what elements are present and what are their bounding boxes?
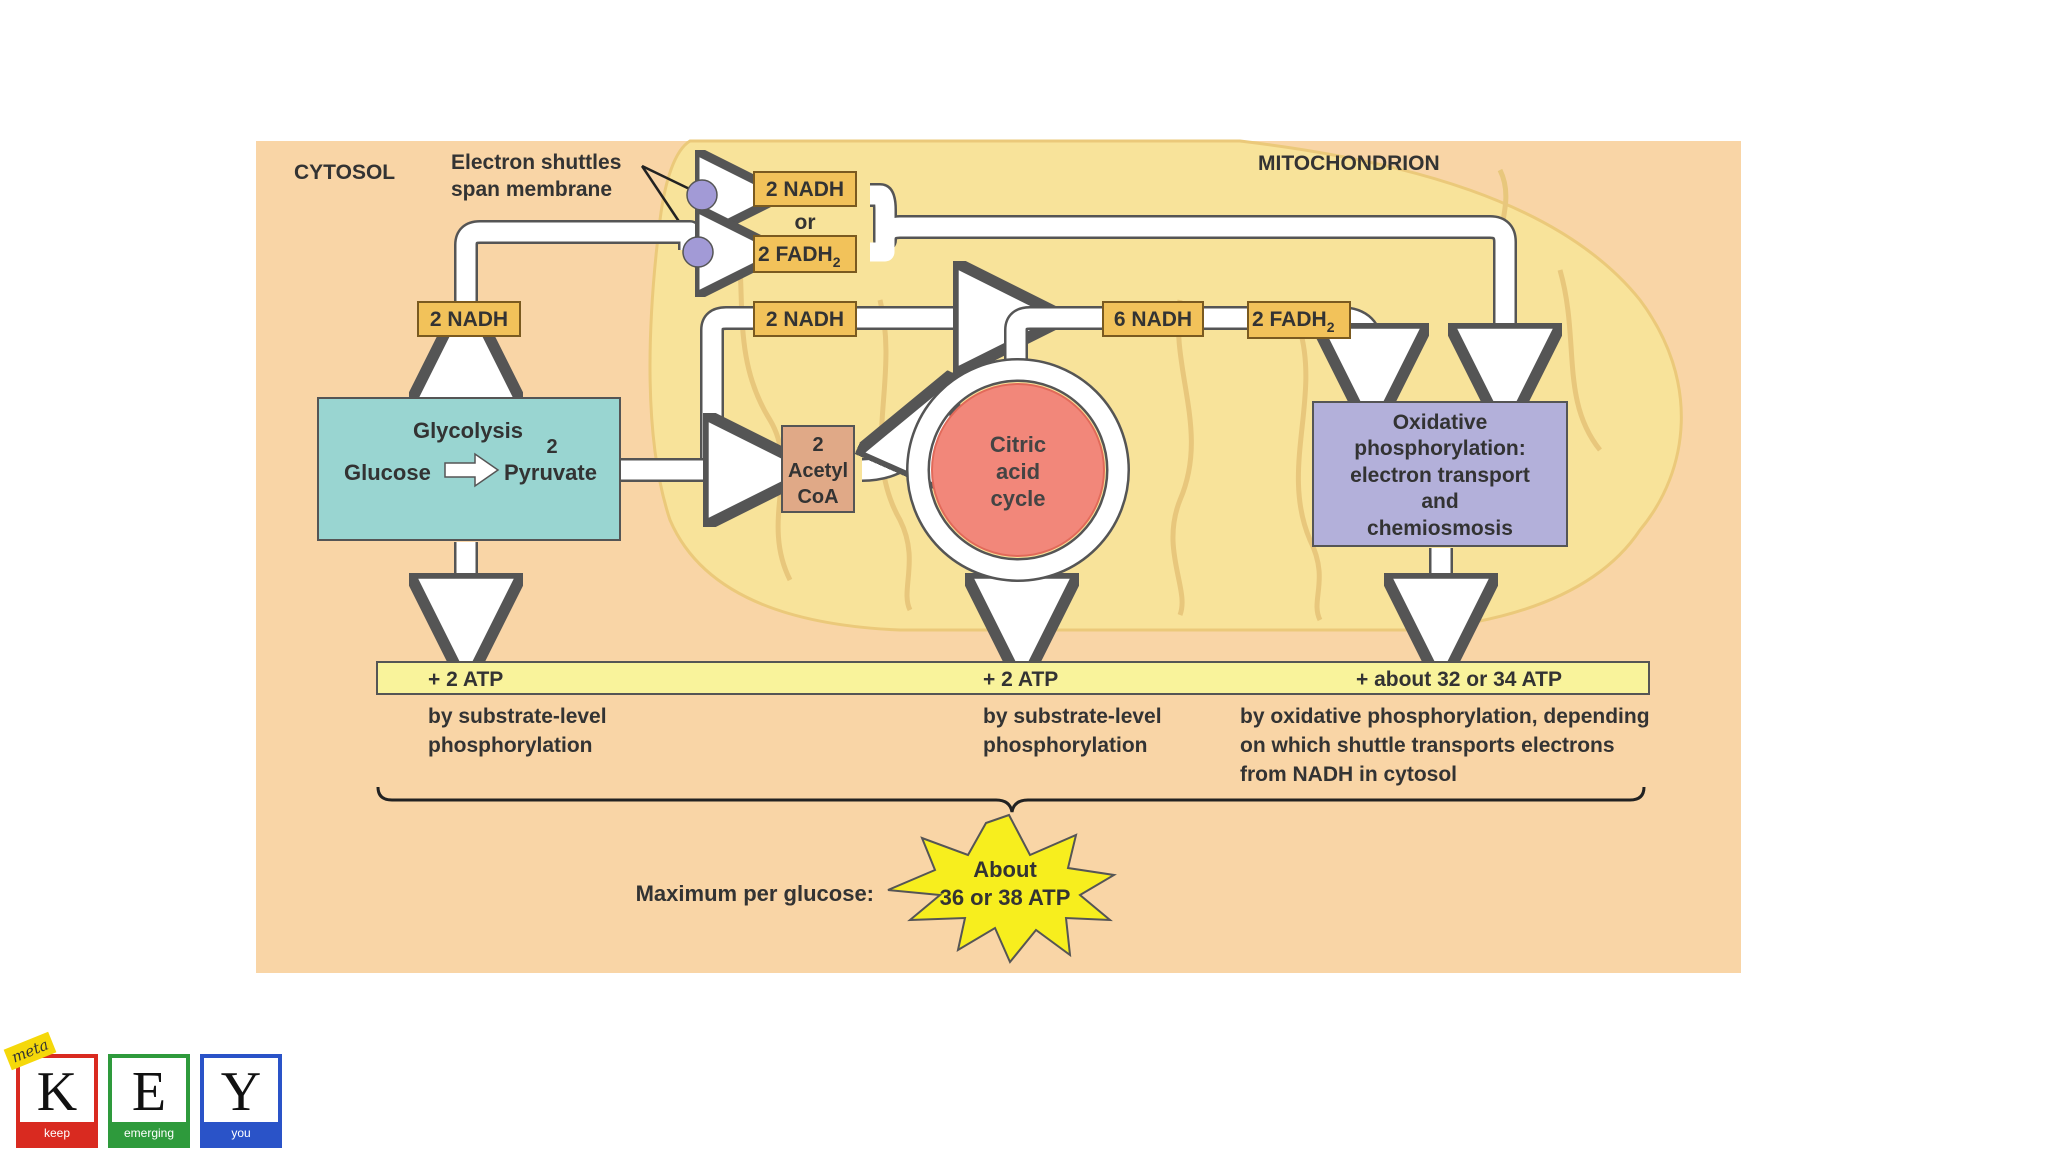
nadh-six-text: 6 NADH xyxy=(1114,308,1192,331)
nadh-six-box: 6 NADH xyxy=(1102,301,1204,337)
substrate-desc1-line1: by substrate-level xyxy=(428,705,607,728)
atp-glycolysis: + 2 ATP xyxy=(428,668,503,691)
substrate-desc2-line1: by substrate-level xyxy=(983,705,1162,728)
fadh-cycle-box: 2 FADH2 xyxy=(1247,301,1351,339)
atp-oxphos: + about 32 or 34 ATP xyxy=(1356,668,1562,691)
fadh-cycle-text: 2 FADH2 xyxy=(1252,308,1335,335)
acetyl-line3: CoA xyxy=(797,486,838,508)
atp-total-burst: About 36 or 38 ATP xyxy=(887,813,1117,964)
nadh-shuttle-text: 2 NADH xyxy=(766,178,844,201)
nadh-pyruvate-box: 2 NADH xyxy=(753,301,857,337)
oxphos-line1: Oxidative xyxy=(1393,411,1488,434)
pyruvate-label: Pyruvate xyxy=(504,460,597,485)
logo-word-emerging: emerging xyxy=(112,1122,186,1144)
shuttle-protein-icon xyxy=(686,179,718,211)
citric-line1: Citric xyxy=(990,432,1046,457)
citric-acid-cycle: Citric acid cycle xyxy=(906,358,1130,582)
glucose-to-pyruvate-arrow xyxy=(444,452,500,488)
oxidative-desc-line3: from NADH in cytosol xyxy=(1240,763,1457,786)
burst-line1: About xyxy=(973,857,1037,882)
glycolysis-box: Glycolysis Glucose 2 Pyruvate xyxy=(317,397,621,541)
logo-word-you: you xyxy=(204,1122,278,1144)
logo-word-keep: keep xyxy=(20,1122,94,1144)
glucose-label: Glucose xyxy=(344,460,431,485)
oxphos-line5: chemiosmosis xyxy=(1367,517,1513,540)
burst-line2: 36 or 38 ATP xyxy=(940,885,1071,910)
logo-letter-k: K xyxy=(36,1061,78,1123)
cytosol-label: CYTOSOL xyxy=(294,161,395,184)
logo-tile-k: K keep xyxy=(16,1054,98,1148)
acetyl-coa-box: 2 Acetyl CoA xyxy=(781,425,855,513)
oxidative-desc-line2: on which shuttle transports electrons xyxy=(1240,734,1615,757)
logo-letter-e: E xyxy=(131,1061,167,1123)
pyruvate-count: 2 xyxy=(546,436,557,458)
shuttle-protein-icon xyxy=(682,236,714,268)
shuttle-label-line1: Electron shuttles xyxy=(451,151,621,174)
oxphos-line2: phosphorylation: xyxy=(1354,437,1526,460)
fadh-shuttle-text: 2 FADH2 xyxy=(758,243,841,270)
logo-tile-y: Y you xyxy=(200,1054,282,1148)
logo-tile-e: E emerging xyxy=(108,1054,190,1148)
atp-citric: + 2 ATP xyxy=(983,668,1058,691)
glycolysis-title: Glycolysis xyxy=(413,418,523,443)
or-text: or xyxy=(795,211,816,234)
acetyl-line1: 2 xyxy=(812,434,823,456)
mitochondrion-label: MITOCHONDRION xyxy=(1258,152,1440,175)
summary-brace xyxy=(376,786,1646,813)
atp-bar: + 2 ATP + 2 ATP + about 32 or 34 ATP xyxy=(376,661,1650,695)
citric-acid-cycle-circle xyxy=(931,383,1105,557)
oxphos-line4: and xyxy=(1421,490,1458,513)
oxphos-line3: electron transport xyxy=(1350,464,1530,487)
acetyl-line2: Acetyl xyxy=(788,460,848,482)
substrate-desc1-line2: phosphorylation xyxy=(428,734,593,757)
nadh-glycolysis-box: 2 NADH xyxy=(417,301,521,337)
oxidative-desc-line1: by oxidative phosphorylation, depending xyxy=(1240,705,1650,728)
substrate-desc2-line2: phosphorylation xyxy=(983,734,1148,757)
nadh-shuttle-box: 2 NADH xyxy=(753,171,857,207)
logo-letter-y: Y xyxy=(220,1061,262,1123)
shuttle-label-line2: span membrane xyxy=(451,178,612,201)
nadh-glycolysis-text: 2 NADH xyxy=(430,308,508,331)
citric-line2: acid xyxy=(996,459,1040,484)
citric-line3: cycle xyxy=(990,486,1045,511)
max-per-glucose-label: Maximum per glucose: xyxy=(636,881,874,906)
oxidative-phosphorylation-box: Oxidative phosphorylation: electron tran… xyxy=(1312,401,1568,547)
fadh-shuttle-box: 2 FADH2 xyxy=(753,235,857,273)
nadh-pyruvate-text: 2 NADH xyxy=(766,308,844,331)
